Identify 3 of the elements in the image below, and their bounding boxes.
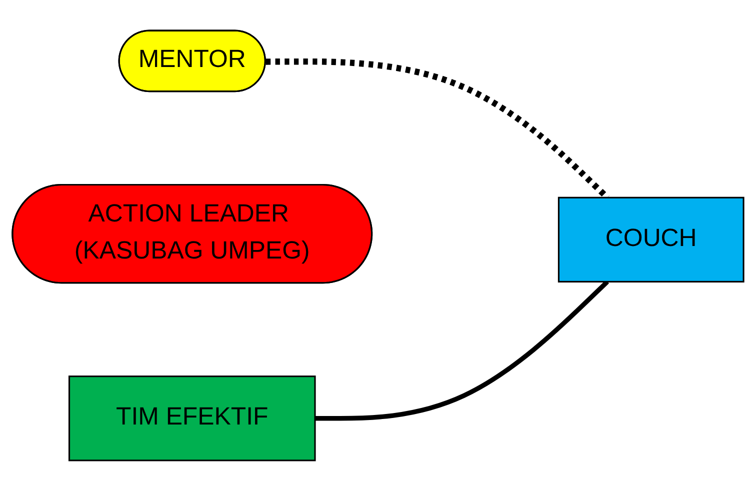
- node-box: COUCH: [558, 196, 744, 282]
- node-box: TIM EFEKTIF: [68, 376, 316, 462]
- connector: [315, 280, 610, 421]
